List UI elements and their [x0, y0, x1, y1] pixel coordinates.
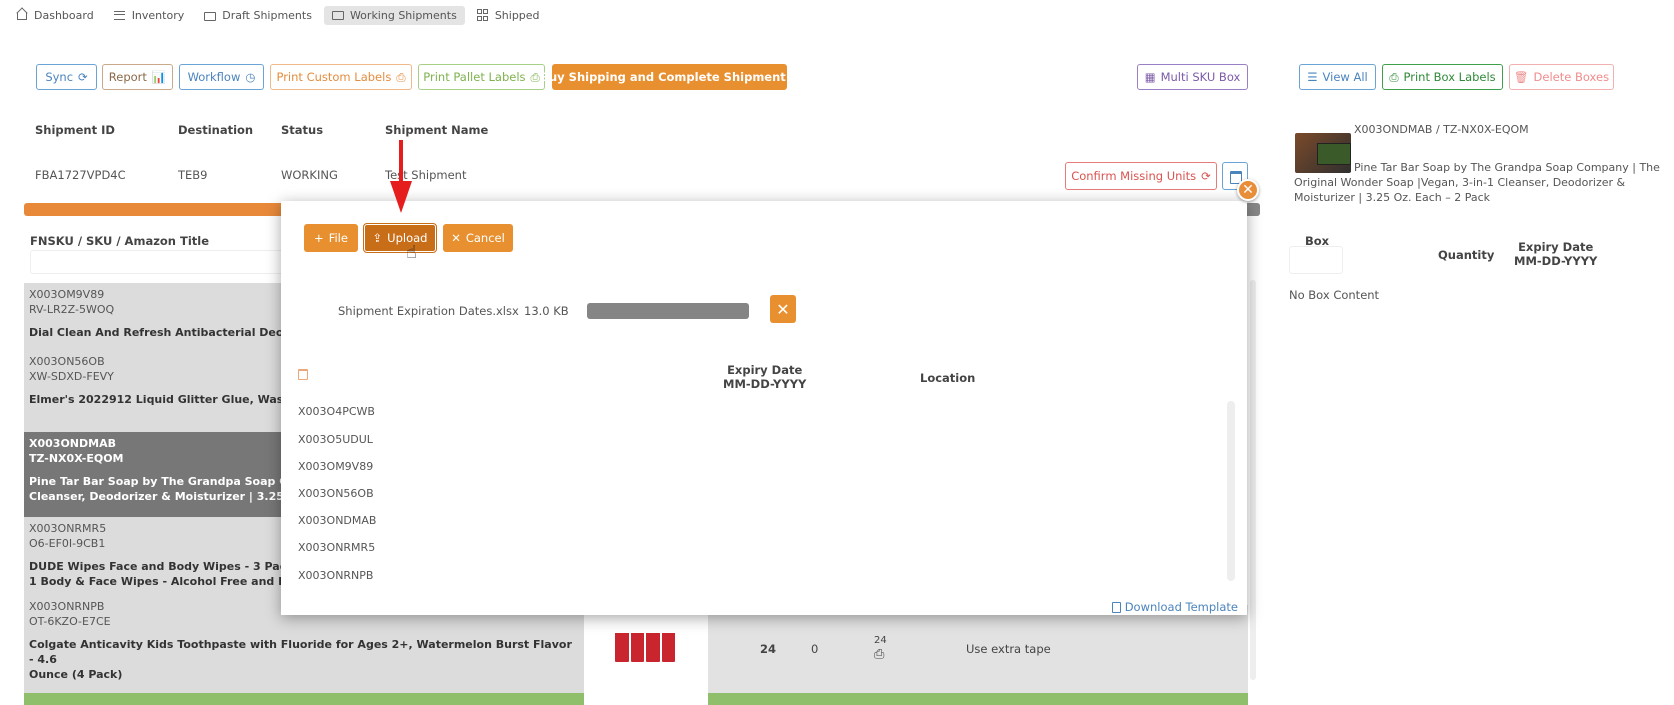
box-header: Box	[1305, 234, 1330, 248]
annotation-arrow-head	[390, 181, 412, 213]
dollar-icon: $	[790, 70, 799, 84]
top-nav: Dashboard Inventory Draft Shipments Work…	[8, 4, 548, 26]
list-header: FNSKU / SKU / Amazon Title	[30, 234, 210, 248]
quantity-header: Quantity	[1438, 248, 1495, 262]
workflow-button[interactable]: Workflow ◷	[179, 64, 264, 90]
status-header: Status	[281, 123, 324, 137]
refresh-icon: ⟳	[1201, 169, 1211, 183]
modal-sku-row: X003OM9V89	[298, 460, 374, 473]
plus-icon: +	[314, 231, 324, 245]
printer-icon: ⎙	[396, 69, 406, 84]
row-boxed: 24	[874, 635, 887, 646]
chart-icon: 📊	[151, 70, 167, 84]
shipment-status: WORKING	[281, 168, 338, 182]
expiry-date-header: Expiry Date MM-DD-YYYY	[723, 363, 807, 391]
print-custom-labels-button[interactable]: Print Custom Labels ⎙	[270, 64, 412, 90]
box-filter-input[interactable]	[1289, 246, 1343, 274]
no-box-content: No Box Content	[1289, 288, 1380, 302]
product-image	[615, 628, 675, 662]
view-all-button[interactable]: ☰ View All	[1299, 64, 1376, 90]
close-icon: ✕	[1242, 182, 1254, 198]
modal-sku-row: X003ONRNPB	[298, 569, 374, 582]
print-box-labels-button[interactable]: ⎙ Print Box Labels	[1382, 64, 1503, 90]
nav-shipped[interactable]: Shipped	[469, 6, 548, 25]
row-detail: 24 0 24 ⎙ Use extra tape	[708, 605, 1248, 705]
annotation-arrow-shaft	[399, 140, 403, 183]
shipment-name[interactable]: Test Shipment	[385, 168, 467, 182]
shipment-destination: TEB9	[178, 168, 208, 182]
row-note: Use extra tape	[966, 642, 1051, 656]
shipment-id: FBA1727VPD4C	[35, 168, 126, 182]
monitor-icon	[331, 10, 344, 20]
nav-dashboard[interactable]: Dashboard	[8, 6, 102, 25]
nav-inventory[interactable]: Inventory	[106, 6, 193, 25]
shipment-name-header: Shipment Name	[385, 123, 489, 137]
row-missing: 0	[811, 642, 819, 656]
modal-sku-row: X003ONRMR5	[298, 541, 376, 554]
home-icon	[16, 9, 28, 21]
upload-modal: + File ⇪ Upload ✕ Cancel Shipment Expira…	[281, 201, 1247, 615]
shipment-id-header: Shipment ID	[35, 123, 115, 137]
printer-icon[interactable]: ⎙	[874, 647, 885, 662]
add-file-button[interactable]: + File	[304, 224, 358, 252]
destination-header: Destination	[178, 123, 254, 137]
clock-icon: ◷	[245, 70, 256, 84]
modal-scrollbar[interactable]	[1227, 401, 1235, 581]
trash-icon: 🗑	[1513, 70, 1529, 84]
upload-icon: ⇪	[372, 231, 383, 245]
download-template-link[interactable]: Download Template	[1111, 600, 1238, 614]
file-progress-bar	[587, 303, 749, 319]
modal-sku-row: X003O4PCWB	[298, 405, 375, 418]
row-quantity: 24	[760, 642, 777, 656]
print-pallet-labels-button[interactable]: Print Pallet Labels ⎙	[418, 64, 545, 90]
printer-icon: ⎙	[1389, 69, 1399, 84]
modal-sku-row: X003ON56OB	[298, 487, 374, 500]
folder-icon	[204, 11, 217, 21]
grid-icon	[476, 9, 489, 21]
remove-file-button[interactable]: ✕	[770, 295, 796, 323]
close-icon: ✕	[451, 231, 461, 245]
location-header: Location	[920, 371, 976, 385]
multi-sku-box-button[interactable]: ▦ Multi SKU Box	[1137, 64, 1248, 90]
boxes-icon: ▦	[1144, 70, 1156, 84]
modal-sku-row: X003O5UDUL	[298, 433, 373, 446]
file-name: Shipment Expiration Dates.xlsx	[338, 304, 519, 318]
list-item-status-bar	[24, 693, 584, 705]
printer-icon: ⎙	[530, 69, 540, 84]
trash-icon[interactable]	[298, 369, 308, 380]
list-icon: ☰	[1307, 70, 1318, 84]
calendar-button[interactable]	[1222, 162, 1248, 190]
file-icon	[1111, 601, 1121, 613]
file-size: 13.0 KB	[524, 304, 569, 318]
product-thumbnail	[1295, 133, 1351, 173]
close-icon: ✕	[776, 299, 790, 319]
upload-button[interactable]: ⇪ Upload	[364, 224, 436, 252]
confirm-missing-units-button[interactable]: Confirm Missing Units ⟳	[1065, 162, 1217, 190]
selected-title: Pine Tar Bar Soap by The Grandpa Soap Co…	[1294, 161, 1660, 204]
buy-shipping-button[interactable]: Buy Shipping and Complete Shipment $	[540, 64, 799, 90]
sync-button[interactable]: Sync ⟳	[36, 64, 97, 90]
nav-working-shipments[interactable]: Working Shipments	[323, 5, 465, 25]
list-icon	[113, 9, 126, 21]
modal-close-button[interactable]: ✕	[1237, 179, 1259, 201]
delete-boxes-button[interactable]: 🗑 Delete Boxes	[1509, 64, 1614, 90]
hand-cursor-icon: ☝	[406, 242, 417, 263]
refresh-icon: ⟳	[78, 70, 88, 84]
expiry-header: Expiry Date MM-DD-YYYY	[1514, 240, 1598, 268]
scrollbar[interactable]	[1250, 280, 1256, 680]
report-button[interactable]: Report 📊	[102, 64, 173, 90]
selected-sku: X003ONDMAB / TZ-NX0X-EQOM	[1354, 123, 1529, 136]
modal-sku-row: X003ONDMAB	[298, 514, 377, 527]
nav-draft-shipments[interactable]: Draft Shipments	[196, 6, 320, 25]
cancel-button[interactable]: ✕ Cancel	[443, 224, 513, 252]
